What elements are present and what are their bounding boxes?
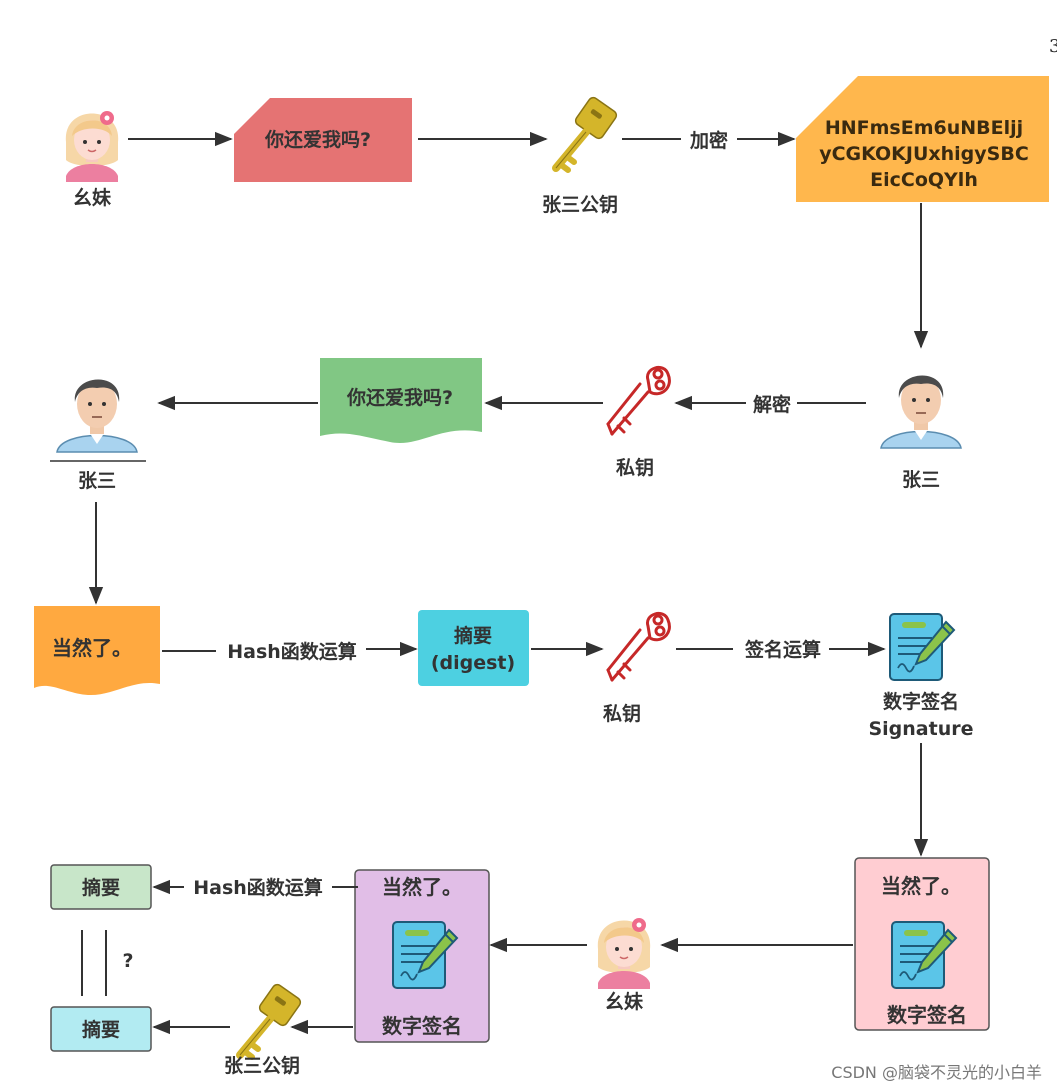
key-icon [606, 611, 671, 682]
hash2-label: Hash函数运算 [193, 876, 323, 899]
zhangsan-label-left: 张三 [78, 470, 116, 492]
encrypt-label: 加密 [689, 129, 728, 152]
digest-text-cn: 摘要 [454, 624, 492, 647]
cipher-line-1: HNFmsEm6uNBEljj [825, 117, 1023, 139]
reply-text: 当然了。 [52, 636, 132, 660]
yaomei-label-2: 幺妹 [605, 990, 644, 1013]
bundle-right-node: 当然了。 数字签名 [854, 857, 990, 1031]
yaomei-avatar [65, 110, 119, 183]
decrypted-text: 你还爱我吗? [346, 386, 453, 409]
question-mark: ? [122, 950, 133, 972]
hash1-label: Hash函数运算 [227, 640, 357, 663]
sign-label: 签名运算 [744, 638, 821, 661]
bundle-right-title: 当然了。 [881, 874, 961, 898]
key-icon [556, 96, 618, 170]
digest-node: 摘要 (digest) [418, 610, 529, 686]
yaomei-avatar-2 [597, 917, 651, 990]
digest-text-en: (digest) [431, 652, 515, 674]
zhangsan-avatar-right [880, 374, 962, 449]
bundle-left-node: 当然了。 数字签名 [354, 869, 490, 1043]
bundle-right-caption: 数字签名 [887, 1003, 967, 1027]
signature-label-cn: 数字签名 [883, 690, 959, 713]
cipher-line-3: EicCoQYlh [870, 169, 978, 191]
digest-bottom-node: 摘要 [50, 1006, 152, 1052]
bundle-left-title: 当然了。 [382, 875, 462, 899]
csdn-watermark: CSDN @脑袋不灵光的小白羊 [831, 1063, 1042, 1082]
cipher-line-2: yCGKOKJUxhigySBC [819, 143, 1029, 165]
decrypted-node: 你还爱我吗? [320, 358, 482, 443]
plaintext-text: 你还爱我吗? [264, 128, 371, 151]
ciphertext-node: HNFmsEm6uNBEljj yCGKOKJUxhigySBC EicCoQY… [796, 76, 1049, 202]
pubkey-label-2: 张三公钥 [224, 1054, 300, 1077]
plaintext-node: 你还爱我吗? [234, 98, 412, 182]
decrypt-label: 解密 [753, 393, 791, 416]
reply-node: 当然了。 [34, 606, 160, 696]
digest-top-node: 摘要 [50, 864, 152, 910]
zhangsan-label-right: 张三 [902, 469, 940, 491]
privkey-label: 私钥 [616, 456, 654, 479]
signature-doc-icon [889, 613, 955, 681]
zhangsan-avatar-left [56, 378, 138, 453]
page-number: 3 [1049, 36, 1057, 57]
digest-top-text: 摘要 [82, 876, 120, 899]
signature-label-en: Signature [868, 718, 973, 740]
privkey-label-2: 私钥 [603, 702, 641, 725]
yaomei-label: 幺妹 [73, 186, 112, 209]
bundle-left-caption: 数字签名 [382, 1014, 462, 1038]
key-icon [606, 365, 671, 436]
digest-bottom-text: 摘要 [82, 1018, 120, 1041]
pubkey-label: 张三公钥 [542, 193, 618, 216]
key-icon [240, 983, 302, 1057]
